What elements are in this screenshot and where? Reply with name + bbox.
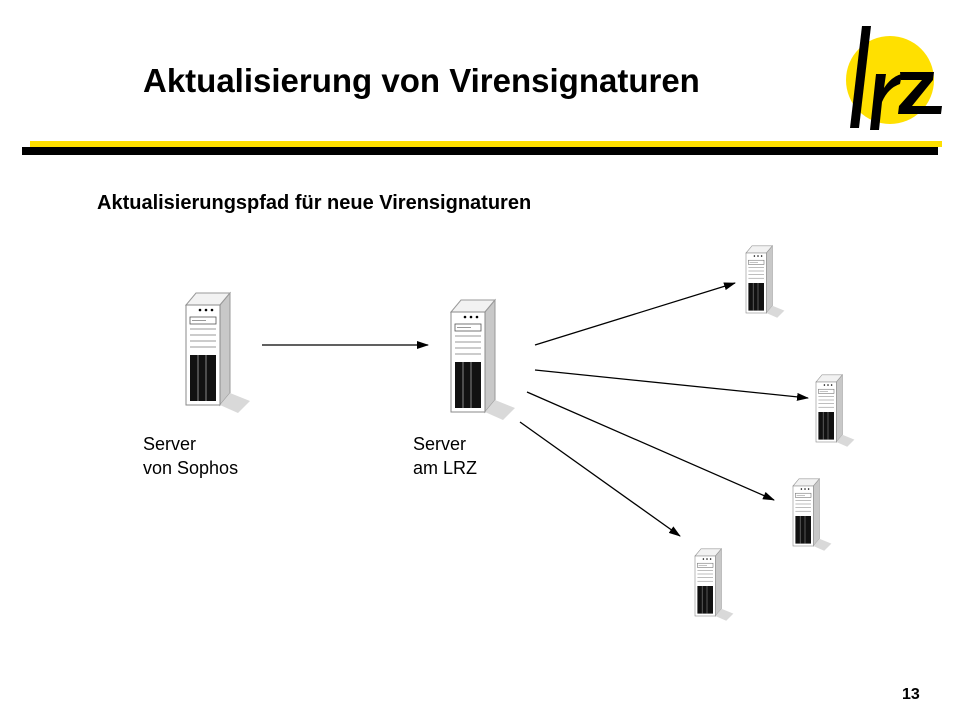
slide-title: Aktualisierung von Virensignaturen xyxy=(143,62,700,99)
arrow-lrz-to-client-1 xyxy=(534,282,736,346)
label-line: Server xyxy=(143,434,197,454)
label-line: Server xyxy=(413,434,467,454)
server-tower-icon xyxy=(792,478,832,552)
server-tower-icon xyxy=(694,548,734,622)
sophos-server-label: Server von Sophos xyxy=(143,432,238,480)
arrow-lrz-to-client-4 xyxy=(519,421,681,537)
server-tower-icon xyxy=(745,245,785,319)
label-line: von Sophos xyxy=(143,458,239,478)
header-rule-black xyxy=(22,147,938,155)
label-line: am LRZ xyxy=(413,458,478,478)
lrz-logo xyxy=(846,26,942,130)
lrz-server-label: Server am LRZ xyxy=(413,432,477,480)
diagram-heading: Aktualisierungspfad für neue Virensignat… xyxy=(97,192,532,214)
server-tower-icon xyxy=(815,374,855,448)
server-tower-icon xyxy=(450,299,516,421)
server-tower-icon xyxy=(185,292,251,414)
arrow-lrz-to-client-3 xyxy=(526,391,775,501)
header-rule-yellow xyxy=(30,141,942,147)
arrow-lrz-to-client-2 xyxy=(534,369,809,401)
page-number: 13 xyxy=(902,686,920,703)
